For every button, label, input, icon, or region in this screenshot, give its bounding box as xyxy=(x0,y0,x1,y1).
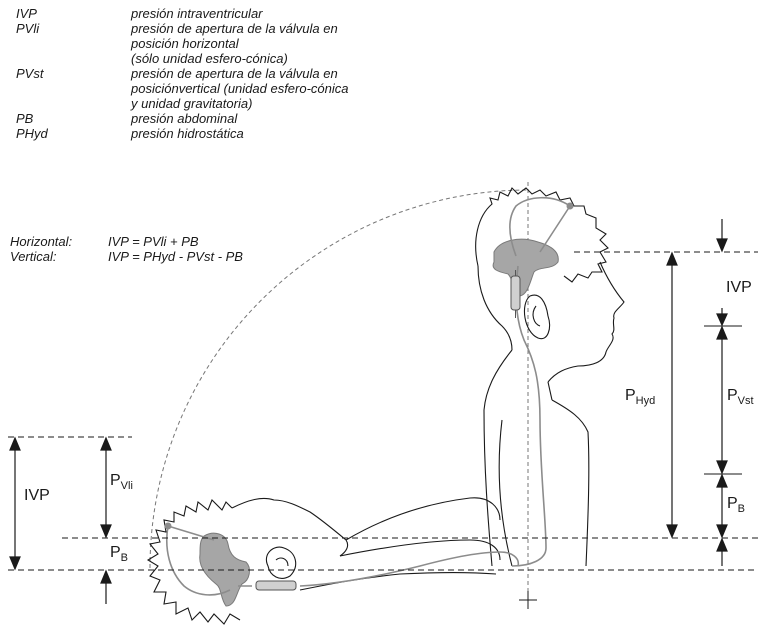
label-pb-left: PB xyxy=(110,544,128,564)
right-ivp-bottom-arrow xyxy=(717,308,727,325)
upright-shunt-catheter-tip xyxy=(567,203,574,210)
upright-child-arm xyxy=(499,420,512,566)
left-pb-arrow xyxy=(101,571,111,604)
lying-shunt-valve xyxy=(256,581,296,590)
lying-child-arm xyxy=(340,540,500,560)
right-ivp-top-arrow xyxy=(717,219,727,251)
lying-child-body xyxy=(300,498,500,590)
label-pb-right: PB xyxy=(727,495,745,515)
upright-shunt-valve xyxy=(511,276,520,310)
lying-child-face xyxy=(232,498,348,556)
right-pb-arrow xyxy=(717,475,727,537)
right-pb-below-arrow xyxy=(717,539,727,566)
upright-child-back-of-head xyxy=(478,266,512,350)
upright-child-neck xyxy=(548,382,552,400)
upright-ventricle xyxy=(493,239,558,296)
right-phyd-arrow xyxy=(667,253,677,537)
label-pvst: PVst xyxy=(727,387,754,407)
upright-child-figure xyxy=(476,188,624,566)
lying-child-ear xyxy=(266,547,295,578)
upright-child-face xyxy=(548,262,624,382)
label-phyd: PHyd xyxy=(625,387,655,407)
right-pvst-arrow xyxy=(717,327,727,473)
left-ivp-arrow xyxy=(10,438,20,569)
label-pvli: PVli xyxy=(110,472,133,492)
label-ivp-left: IVP xyxy=(24,487,50,504)
rotation-arc xyxy=(150,190,528,568)
lying-shunt-catheter-tip xyxy=(165,523,172,530)
label-ivp-right: IVP xyxy=(726,279,752,296)
